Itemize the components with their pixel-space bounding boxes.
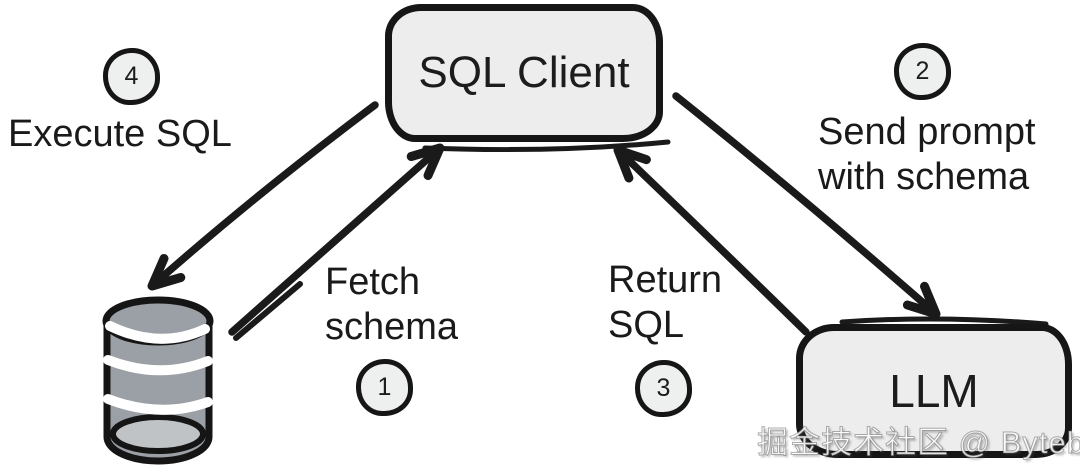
sketch-overdraw-sql-client	[422, 139, 671, 153]
arrow-send-prompt	[672, 92, 941, 319]
arrow-execute-sql	[147, 101, 379, 291]
step-circle-4: 4	[103, 48, 160, 105]
label-execute-sql: Execute SQL	[8, 113, 232, 155]
node-sql-client-label: SQL Client	[418, 48, 630, 97]
database-icon	[102, 296, 214, 465]
node-sql-client: SQL Client	[385, 4, 663, 142]
step-circle-1: 1	[356, 359, 413, 416]
node-llm-label: LLM	[889, 365, 979, 417]
step-number: 1	[377, 373, 392, 401]
step-circle-3: 3	[635, 360, 692, 417]
step-number: 2	[915, 57, 930, 85]
label-return-sql: Return SQL	[608, 259, 723, 346]
step-number: 4	[124, 62, 139, 90]
watermark: 掘金技术社区 @ Bytebase	[757, 425, 1080, 461]
sketch-overdraw-llm	[839, 316, 1049, 327]
label-send-prompt-with-schema: Send prompt with schema	[818, 111, 1036, 198]
label-fetch-schema: Fetch schema	[325, 261, 459, 348]
arrow-return-sql	[613, 145, 810, 336]
node-llm: LLM	[796, 324, 1072, 458]
step-number: 3	[656, 374, 671, 402]
step-circle-2: 2	[894, 43, 951, 100]
